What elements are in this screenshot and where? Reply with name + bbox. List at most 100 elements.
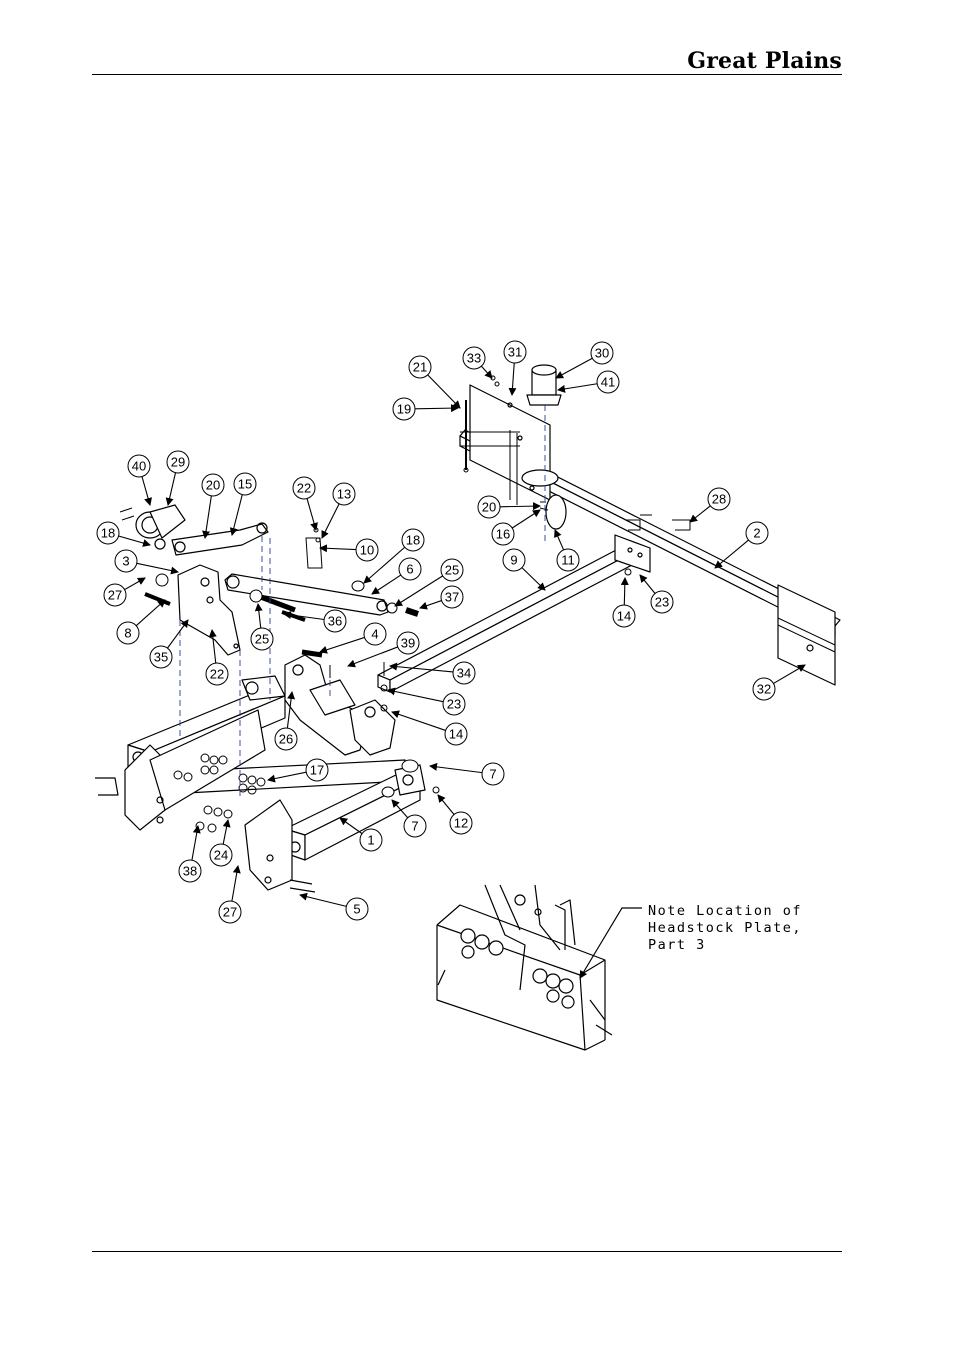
leader-line xyxy=(300,895,346,906)
balloon-number: 41 xyxy=(601,375,615,390)
part-balloon-40: 40 xyxy=(128,455,150,505)
leader-line xyxy=(640,575,655,593)
part-balloon-31: 31 xyxy=(504,341,526,395)
part-balloon-24: 24 xyxy=(210,820,232,866)
leader-line xyxy=(481,366,492,378)
leader-line xyxy=(232,495,242,535)
balloon-number: 3 xyxy=(122,554,129,569)
balloon-number: 10 xyxy=(360,543,374,558)
part-balloon-32: 32 xyxy=(753,665,805,700)
part-balloon-14: 14 xyxy=(392,712,467,745)
balloon-number: 38 xyxy=(183,864,197,879)
part-balloon-3: 3 xyxy=(115,550,178,572)
note-line-3: Part 3 xyxy=(648,937,706,953)
leader-line xyxy=(624,578,625,605)
part-balloon-20: 20 xyxy=(478,496,540,518)
leader-line xyxy=(232,866,238,901)
leader-line xyxy=(136,600,165,626)
leader-line xyxy=(715,540,749,568)
part-balloon-29: 29 xyxy=(167,451,189,505)
leader-line xyxy=(137,563,178,572)
note-callout: Note Location of Headstock Plate, Part 3 xyxy=(580,903,802,978)
balloon-number: 20 xyxy=(482,500,496,515)
part-balloon-6: 6 xyxy=(372,558,421,594)
balloon-number: 16 xyxy=(496,527,510,542)
part-balloon-15: 15 xyxy=(232,473,256,535)
leader-line xyxy=(223,820,228,844)
balloon-number: 22 xyxy=(210,667,224,682)
leader-line xyxy=(142,477,150,505)
part-balloon-9: 9 xyxy=(503,549,545,590)
note-line-1: Note Location of xyxy=(648,903,802,919)
balloon-number: 39 xyxy=(401,636,415,651)
balloon-number: 34 xyxy=(457,666,471,681)
footer-rule xyxy=(92,1251,842,1252)
part-balloon-7: 7 xyxy=(430,763,504,785)
balloon-number: 18 xyxy=(406,533,420,548)
balloon-number: 12 xyxy=(454,816,468,831)
part-balloon-16: 16 xyxy=(492,510,540,545)
leader-line xyxy=(258,604,261,628)
balloon-number: 4 xyxy=(371,627,378,642)
balloon-number: 37 xyxy=(445,590,459,605)
part-balloon-36: 36 xyxy=(284,610,346,632)
part-balloon-41: 41 xyxy=(558,371,619,393)
balloon-number: 26 xyxy=(279,732,293,747)
part-balloon-10: 10 xyxy=(320,539,378,561)
balloon-number: 14 xyxy=(617,609,631,624)
line-art xyxy=(95,365,840,1050)
part-balloon-2: 2 xyxy=(715,522,768,568)
balloon-number: 24 xyxy=(214,848,228,863)
balloon-number: 29 xyxy=(171,455,185,470)
balloon-number: 18 xyxy=(101,526,115,541)
leader-line xyxy=(392,712,446,730)
balloon-number: 19 xyxy=(397,402,411,417)
balloon-number: 14 xyxy=(449,727,463,742)
leader-line xyxy=(167,620,188,648)
leader-line xyxy=(322,504,339,538)
upper-link-arm xyxy=(225,574,388,615)
leader-line xyxy=(512,510,540,528)
balloon-number: 23 xyxy=(655,595,669,610)
lower-arm xyxy=(172,523,268,555)
leader-line xyxy=(558,384,597,390)
balloon-number: 31 xyxy=(508,345,522,360)
balloon-number: 25 xyxy=(445,563,459,578)
leader-line xyxy=(555,530,564,550)
part-balloon-35: 35 xyxy=(150,620,188,668)
balloon-number: 6 xyxy=(406,562,413,577)
center-tower xyxy=(285,655,395,755)
motor xyxy=(527,365,561,405)
balloon-number: 2 xyxy=(753,526,760,541)
part-balloon-27: 27 xyxy=(219,866,241,923)
balloon-number: 32 xyxy=(757,682,771,697)
leader-line xyxy=(420,601,442,608)
leader-line xyxy=(388,690,443,702)
part-balloon-23: 23 xyxy=(388,690,465,715)
balloon-number: 1 xyxy=(367,833,374,848)
leader-line xyxy=(395,576,443,606)
leader-line xyxy=(500,506,540,507)
part-balloon-14: 14 xyxy=(613,578,635,627)
leader-line xyxy=(428,375,460,408)
balloon-number: 33 xyxy=(467,351,481,366)
part-balloon-33: 33 xyxy=(463,347,492,378)
part-balloon-19: 19 xyxy=(393,398,458,420)
part-balloon-38: 38 xyxy=(179,826,201,882)
balloon-number: 17 xyxy=(310,763,324,778)
balloon-number: 13 xyxy=(337,487,351,502)
balloon-number: 21 xyxy=(413,360,427,375)
leader-line xyxy=(125,578,145,590)
part-balloon-28: 28 xyxy=(690,488,730,522)
part-balloon-13: 13 xyxy=(322,483,355,538)
balloon-number: 25 xyxy=(255,632,269,647)
leader-line xyxy=(268,772,306,780)
part-balloon-17: 17 xyxy=(268,759,328,781)
balloon-number: 20 xyxy=(206,478,220,493)
balloon-number: 27 xyxy=(223,905,237,920)
leader-line xyxy=(205,496,211,538)
leader-line xyxy=(522,568,545,590)
balloon-number: 8 xyxy=(124,626,131,641)
balloon-number: 11 xyxy=(561,553,575,568)
